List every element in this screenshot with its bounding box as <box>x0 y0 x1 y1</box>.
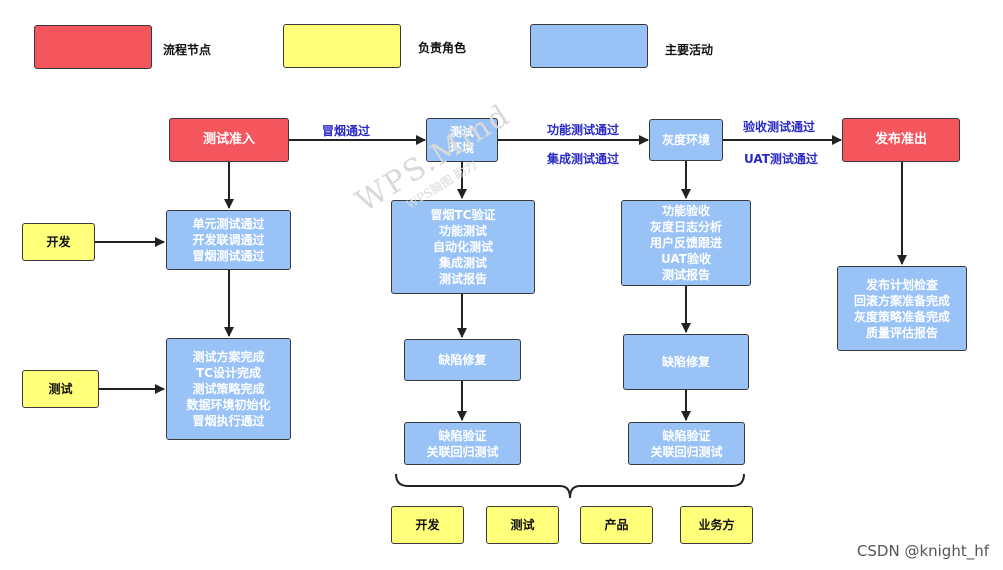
author-credit: CSDN @knight_hf <box>856 542 989 560</box>
role-bottom-business: 业务方 <box>680 506 753 544</box>
legend-flow-node-label: 流程节点 <box>163 43 212 57</box>
edge-label-accept-pass: 验收测试通过 <box>743 120 816 134</box>
test-activity: 测试方案完成 TC设计完成 测试策略完成 数据环境初始化 冒烟执行通过 <box>166 338 291 440</box>
role-brace <box>395 473 745 499</box>
role-bottom-product: 产品 <box>580 506 653 544</box>
env-verify: 缺陷验证 关联回归测试 <box>404 422 521 465</box>
edge-label-func-pass: 功能测试通过 <box>547 123 620 137</box>
legend-role-label: 负责角色 <box>418 41 467 55</box>
release-activity: 发布计划检查 回滚方案准备完成 灰度策略准备完成 质量评估报告 <box>837 266 967 351</box>
node-test-env: 测试 环境 <box>426 118 498 162</box>
gray-verify: 缺陷验证 关联回归测试 <box>628 422 745 465</box>
gray-activity: 功能验收 灰度日志分析 用户反馈跟进 UAT验收 测试报告 <box>621 200 751 286</box>
role-bottom-dev: 开发 <box>391 506 464 544</box>
edge-label-integ-pass: 集成测试通过 <box>547 152 620 166</box>
role-dev: 开发 <box>22 223 95 261</box>
node-release: 发布准出 <box>842 118 960 162</box>
env-fix: 缺陷修复 <box>404 339 521 381</box>
legend-activity-label: 主要活动 <box>665 43 714 57</box>
edge-label-uat-pass: UAT测试通过 <box>744 152 818 166</box>
legend-flow-node-swatch <box>34 25 152 69</box>
gray-fix: 缺陷修复 <box>623 334 749 390</box>
dev-activity: 单元测试通过 开发联调通过 冒烟测试通过 <box>166 210 291 270</box>
edge-label-smoke-pass: 冒烟通过 <box>322 124 371 138</box>
legend-role-swatch <box>283 24 401 68</box>
legend-activity-swatch <box>530 24 648 68</box>
role-test: 测试 <box>22 370 99 408</box>
node-gray-env: 灰度环境 <box>649 119 723 161</box>
role-bottom-test: 测试 <box>486 506 559 544</box>
env-activity: 冒烟TC验证 功能测试 自动化测试 集成测试 测试报告 <box>391 200 535 294</box>
node-test-entry: 测试准入 <box>169 118 289 162</box>
